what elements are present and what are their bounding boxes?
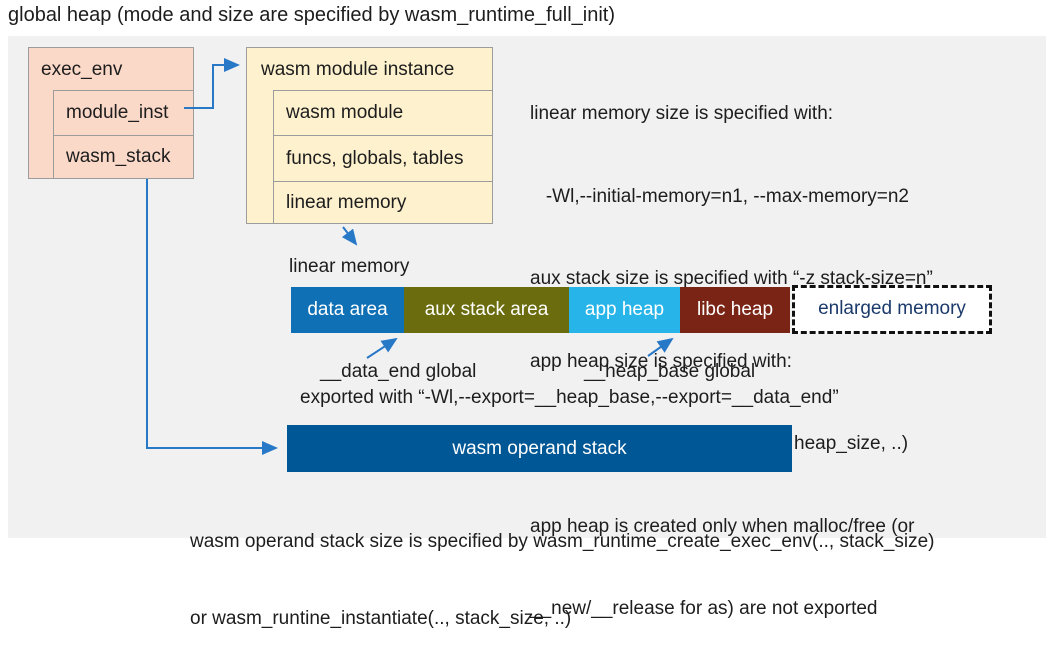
page-title: global heap (mode and size are specified… <box>8 4 615 26</box>
operand-stack-info-text: wasm operand stack size is specified by … <box>190 478 935 657</box>
wasm-operand-stack-bar: wasm operand stack <box>287 425 792 472</box>
exec-env-header: exec_env <box>41 59 123 80</box>
label-data-end-global: __data_end global <box>320 361 477 382</box>
info-line: app heap size is specified with: <box>530 350 792 372</box>
module-instance-row-wasm-module: wasm module <box>273 90 493 136</box>
segment-data-area: data area <box>291 287 404 333</box>
segment-app-heap: app heap <box>569 287 680 333</box>
exec-env-row-module-inst: module_inst <box>53 90 194 136</box>
exec-env-row-wasm-stack: wasm_stack <box>53 135 194 179</box>
module-instance-box: wasm module instance wasm module funcs, … <box>246 47 493 224</box>
linear-memory-label: linear memory <box>289 256 410 277</box>
module-instance-row-funcs-globals-tables: funcs, globals, tables <box>273 135 493 182</box>
info-line: app heap is created only when malloc/fre… <box>530 515 915 537</box>
linear-memory-bar: data area aux stack area app heap libc h… <box>291 287 790 333</box>
footer-line: or wasm_runtine_instantiate(.., stack_si… <box>190 607 572 629</box>
info-line: linear memory size is specified with: <box>530 103 834 124</box>
info-line: -Wl,--initial-memory=n1, --max-memory=n2 <box>530 185 909 207</box>
label-heap-base-global: __heap_base global <box>584 361 756 382</box>
exec-env-box: exec_env module_inst wasm_stack <box>28 47 194 179</box>
segment-aux-stack-area: aux stack area <box>404 287 569 333</box>
enlarged-memory-box: enlarged memory <box>792 285 992 334</box>
info-line: aux stack size is specified with “-z sta… <box>530 268 933 289</box>
footer-line: wasm operand stack size is specified by … <box>190 531 935 552</box>
label-exported-with: exported with “-Wl,--export=__heap_base,… <box>300 387 839 408</box>
module-instance-row-linear-memory: linear memory <box>273 181 493 224</box>
segment-libc-heap: libc heap <box>680 287 790 333</box>
module-instance-header: wasm module instance <box>261 59 455 80</box>
